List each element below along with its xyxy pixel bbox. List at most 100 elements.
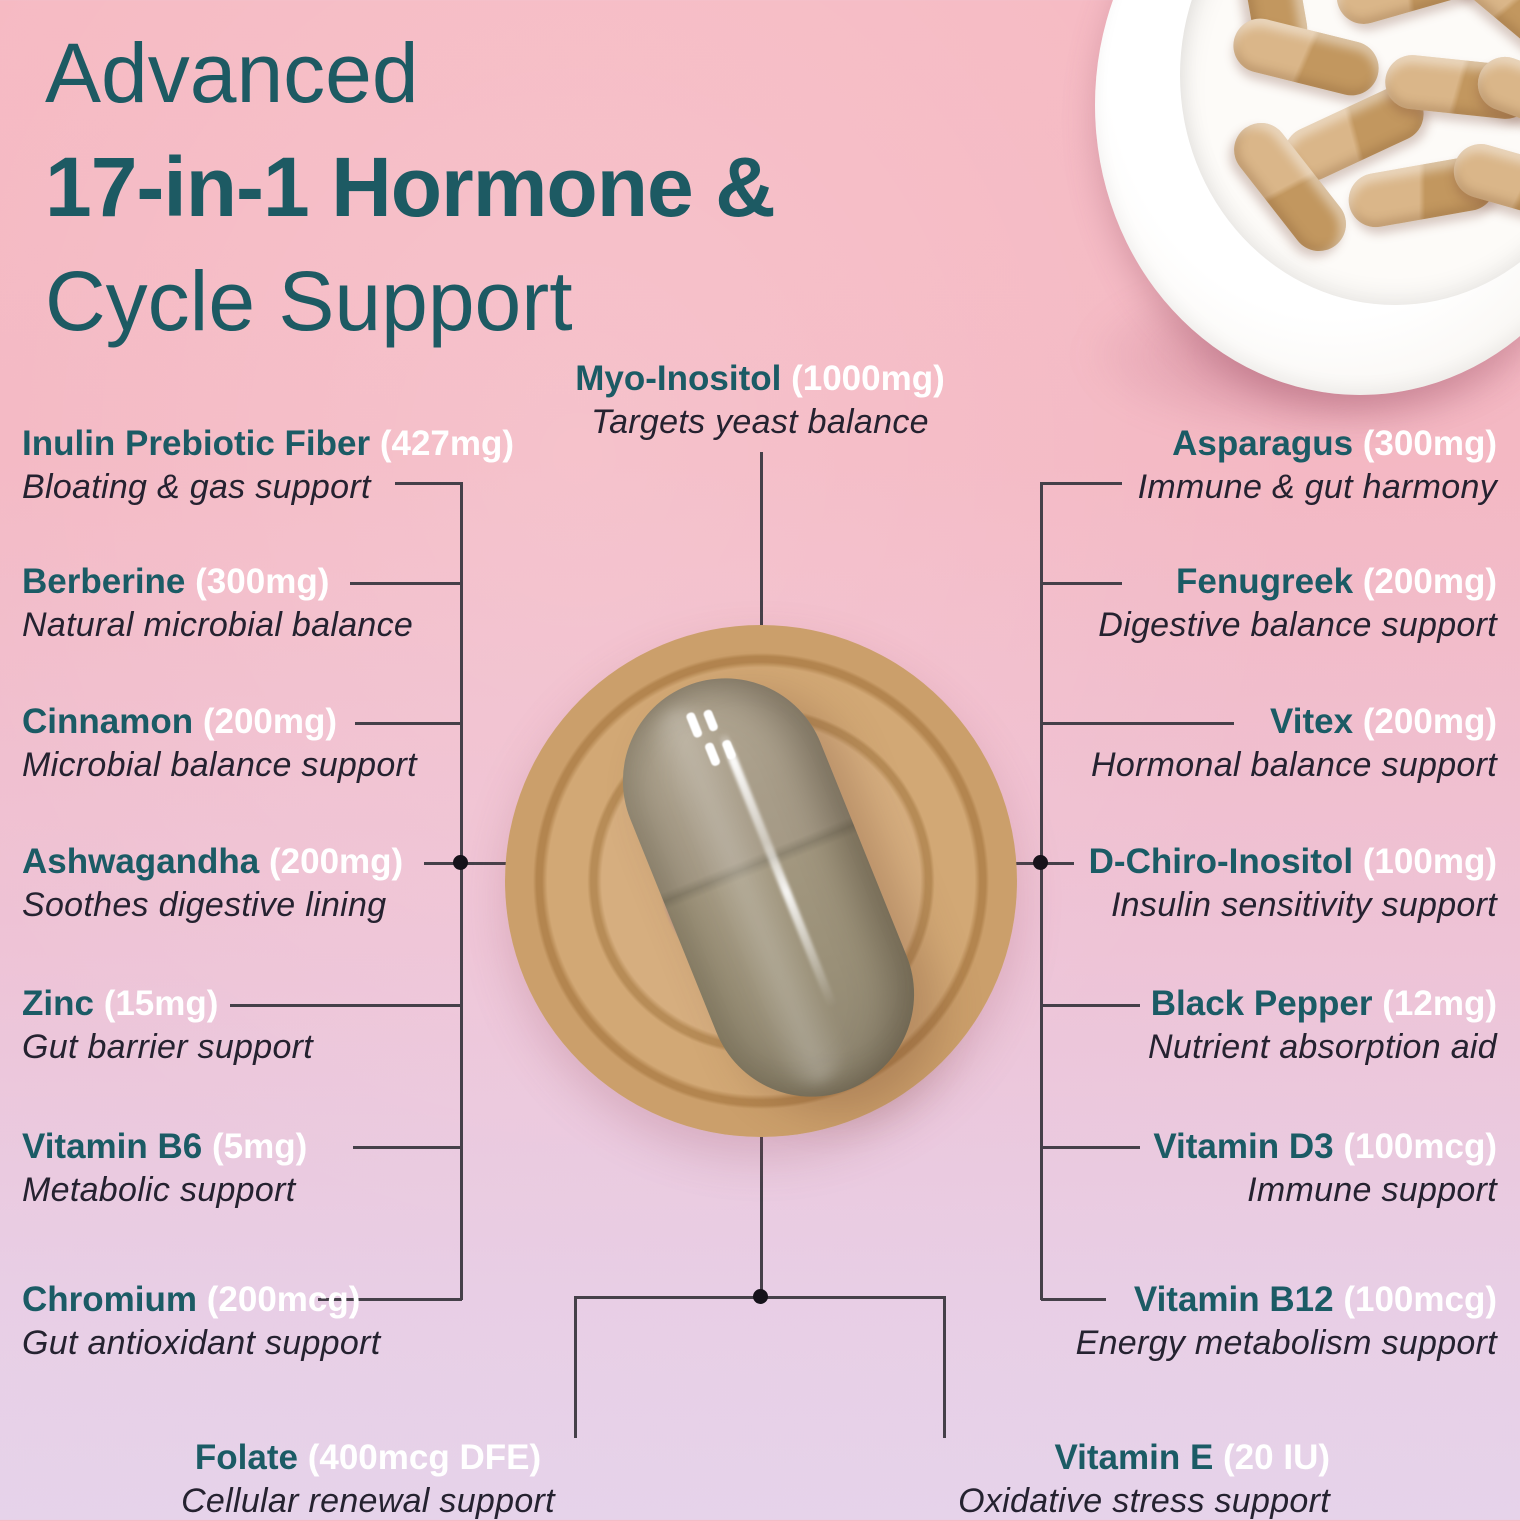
ingredient-name-line: Chromium (200mcg)	[22, 1279, 380, 1321]
ingredient-vitamin-e: Vitamin E (20 IU) Oxidative stress suppo…	[958, 1437, 1330, 1521]
ingredient-chromium: Chromium (200mcg) Gut antioxidant suppor…	[22, 1279, 380, 1363]
ingredient-name-line: Berberine (300mg)	[22, 561, 413, 603]
connector-zinc	[230, 1004, 462, 1007]
ingredient-vitex: Vitex (200mg) Hormonal balance support	[1091, 701, 1497, 785]
connector-vitamin-b12	[1041, 1298, 1106, 1301]
ingredient-vitamin-b6: Vitamin B6 (5mg) Metabolic support	[22, 1126, 307, 1210]
ingredient-name-line: Fenugreek (200mg)	[1098, 561, 1497, 603]
connector-vitex	[1041, 722, 1234, 725]
ingredient-d-chiro-inositol: D-Chiro-Inositol (100mg) Insulin sensiti…	[1089, 841, 1497, 925]
connector-dot-right	[1033, 855, 1048, 870]
page-title: Advanced 17-in-1 Hormone & Cycle Support	[45, 16, 776, 358]
ingredient-name-line: Vitex (200mg)	[1091, 701, 1497, 743]
ingredient-vitamin-d3: Vitamin D3 (100mcg) Immune support	[1153, 1126, 1497, 1210]
ingredient-name: Ashwagandha	[22, 842, 260, 881]
ingredient-dose: (5mg)	[211, 1127, 308, 1166]
ingredient-dose: (200mg)	[269, 842, 404, 881]
ingredient-dose: (100mcg)	[1343, 1127, 1497, 1166]
ingredient-desc: Nutrient absorption aid	[1148, 1028, 1497, 1066]
connector-vitamin-b6	[353, 1146, 462, 1149]
ingredient-desc: Immune support	[1247, 1171, 1497, 1209]
ingredient-berberine: Berberine (300mg) Natural microbial bala…	[22, 561, 413, 645]
ingredient-name: Chromium	[22, 1280, 197, 1319]
ingredient-vitamin-b12: Vitamin B12 (100mcg) Energy metabolism s…	[1076, 1279, 1497, 1363]
ingredient-name-line: Vitamin D3 (100mcg)	[1153, 1126, 1497, 1168]
connector-vitamin-d3	[1041, 1146, 1140, 1149]
connector-dot-left	[453, 855, 468, 870]
ingredient-name: D-Chiro-Inositol	[1088, 842, 1354, 881]
ingredient-dose: (12mg)	[1382, 984, 1497, 1023]
connector-myo-inositol	[760, 452, 763, 636]
connector-black-pepper	[1041, 1004, 1140, 1007]
ingredient-name: Fenugreek	[1176, 562, 1354, 601]
ingredient-zinc: Zinc (15mg) Gut barrier support	[22, 983, 313, 1067]
ingredient-desc: Bloating & gas support	[22, 468, 371, 506]
ingredient-dose: (100mcg)	[1343, 1280, 1497, 1319]
ingredient-name-line: Ashwagandha (200mg)	[22, 841, 403, 883]
connector-folate-arm	[574, 1296, 577, 1438]
ingredient-desc: Immune & gut harmony	[1137, 468, 1497, 506]
ingredient-desc: Gut barrier support	[22, 1028, 314, 1066]
ingredient-fenugreek: Fenugreek (200mg) Digestive balance supp…	[1098, 561, 1497, 645]
ingredient-dose: (300mg)	[1362, 424, 1497, 463]
ingredient-dose: (200mg)	[1362, 562, 1497, 601]
ingredient-dose: (200mcg)	[206, 1280, 361, 1319]
connector-cinnamon	[355, 722, 462, 725]
ingredient-name: Black Pepper	[1150, 984, 1373, 1023]
ingredient-name-line: Vitamin B6 (5mg)	[22, 1126, 307, 1168]
ingredient-name-line: Folate (400mcg DFE)	[168, 1437, 568, 1479]
ingredient-name-line: Myo-Inositol (1000mg)	[410, 358, 1110, 400]
ingredient-name: Berberine	[22, 562, 186, 601]
ingredient-name: Cinnamon	[22, 702, 194, 741]
ingredient-name-line: Inulin Prebiotic Fiber (427mg)	[22, 423, 514, 465]
ingredient-desc: Gut antioxidant support	[22, 1324, 381, 1362]
ingredient-folate: Folate (400mcg DFE) Cellular renewal sup…	[168, 1437, 568, 1521]
connector-chromium	[318, 1298, 462, 1301]
connector-dot-bottom	[753, 1289, 768, 1304]
ingredient-cinnamon: Cinnamon (200mg) Microbial balance suppo…	[22, 701, 417, 785]
ingredient-dose: (427mg)	[379, 424, 515, 463]
ingredient-name: Asparagus	[1172, 424, 1354, 463]
ingredient-desc: Oxidative stress support	[958, 1482, 1330, 1520]
connector-vertical-right	[1040, 482, 1043, 1300]
ingredient-name: Inulin Prebiotic Fiber	[22, 424, 371, 463]
connector-bottom-center	[760, 1108, 763, 1296]
ingredient-black-pepper: Black Pepper (12mg) Nutrient absorption …	[1148, 983, 1497, 1067]
ingredient-inulin-prebiotic-fiber: Inulin Prebiotic Fiber (427mg) Bloating …	[22, 423, 514, 507]
ingredient-dose: (1000mg)	[791, 359, 945, 398]
ingredient-name-line: Zinc (15mg)	[22, 983, 313, 1025]
ingredient-desc: Cellular renewal support	[181, 1482, 555, 1520]
connector-berberine	[350, 582, 462, 585]
ingredient-name-line: Asparagus (300mg)	[1138, 423, 1497, 465]
ingredient-dose: (100mg)	[1362, 842, 1497, 881]
connector-ashwagandha	[424, 862, 520, 865]
ingredient-dose: (20 IU)	[1223, 1438, 1330, 1477]
ingredient-ashwagandha: Ashwagandha (200mg) Soothes digestive li…	[22, 841, 403, 925]
ingredient-asparagus: Asparagus (300mg) Immune & gut harmony	[1138, 423, 1497, 507]
ingredient-dose: (200mg)	[202, 702, 338, 741]
ingredient-name: Vitamin B6	[22, 1127, 203, 1166]
ingredient-desc: Metabolic support	[22, 1171, 296, 1209]
title-line-2: 17-in-1 Hormone &	[45, 140, 776, 234]
bowl-capsule	[1330, 0, 1488, 31]
ingredient-name: Zinc	[22, 984, 94, 1023]
bowl-capsule	[1447, 137, 1520, 231]
ingredient-dose: (300mg)	[195, 562, 330, 601]
ingredient-name: Vitamin D3	[1153, 1127, 1334, 1166]
ingredient-name-line: Vitamin E (20 IU)	[958, 1437, 1330, 1479]
ingredient-desc: Digestive balance support	[1098, 606, 1497, 644]
ingredient-desc: Hormonal balance support	[1091, 746, 1497, 784]
ingredient-name: Myo-Inositol	[575, 359, 782, 398]
ingredient-desc: Targets yeast balance	[591, 403, 929, 441]
ingredient-dose: (400mcg DFE)	[307, 1438, 542, 1477]
ingredient-dose: (200mg)	[1362, 702, 1497, 741]
ingredient-name-line: Vitamin B12 (100mcg)	[1076, 1279, 1497, 1321]
ingredient-desc: Microbial balance support	[22, 746, 417, 784]
ingredient-name-line: Black Pepper (12mg)	[1148, 983, 1497, 1025]
ingredient-name: Vitamin E	[1054, 1438, 1214, 1477]
ingredient-name-line: D-Chiro-Inositol (100mg)	[1089, 841, 1497, 883]
ingredient-desc: Insulin sensitivity support	[1110, 886, 1497, 924]
ingredient-myo-inositol: Myo-Inositol (1000mg) Targets yeast bala…	[410, 358, 1110, 442]
connector-vertical-left	[460, 482, 463, 1300]
title-line-1: Advanced	[45, 26, 419, 120]
